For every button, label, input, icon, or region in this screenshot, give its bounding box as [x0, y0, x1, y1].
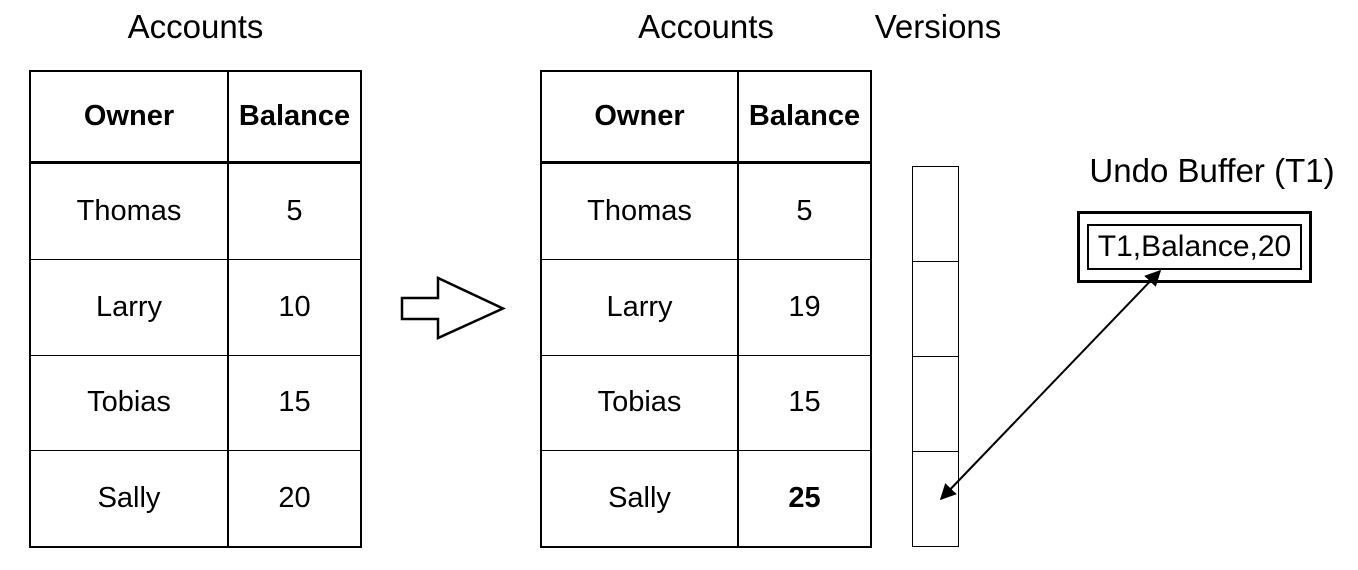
table-row: Larry 19 — [542, 258, 870, 355]
table-row: Tobias 15 — [31, 354, 360, 451]
undo-buffer-title: Undo Buffer (T1) — [1089, 152, 1335, 189]
version-cell — [913, 356, 958, 451]
table-row: Sally 25 — [542, 450, 870, 546]
owner-cell: Larry — [31, 259, 229, 355]
table-row: Tobias 15 — [542, 354, 870, 451]
owner-cell: Sally — [542, 451, 739, 546]
balance-cell-updated: 25 — [788, 482, 821, 515]
owner-cell: Thomas — [542, 164, 739, 259]
table-row: Larry 10 — [31, 258, 360, 355]
versions-column — [912, 166, 959, 547]
owner-cell: Tobias — [542, 355, 739, 451]
version-cell — [913, 261, 958, 356]
version-to-undo-arrow-icon — [939, 269, 1162, 501]
table-header-row: Owner Balance — [542, 72, 870, 164]
owner-column-header: Owner — [31, 72, 229, 161]
version-cell — [913, 167, 958, 261]
versions-title: Versions — [874, 8, 1002, 45]
accounts-table-before: Owner Balance Thomas 5 Larry 10 Tobias 1… — [29, 70, 362, 548]
owner-column-header: Owner — [542, 72, 739, 161]
balance-cell: 15 — [788, 386, 821, 419]
right-accounts-title: Accounts — [638, 8, 774, 45]
version-cell-sally — [913, 451, 958, 546]
table-row: Thomas 5 — [542, 164, 870, 259]
undo-buffer-box: T1,Balance,20 — [1077, 211, 1312, 283]
owner-cell: Larry — [542, 259, 739, 355]
left-accounts-title: Accounts — [127, 8, 264, 45]
table-row: Sally 20 — [31, 450, 360, 546]
balance-column-header: Balance — [238, 100, 351, 132]
table-header-row: Owner Balance — [31, 72, 360, 164]
balance-cell: 5 — [286, 194, 303, 227]
owner-cell: Thomas — [31, 164, 229, 259]
balance-cell: 10 — [278, 290, 311, 323]
balance-cell: 15 — [278, 386, 311, 419]
owner-cell: Tobias — [31, 355, 229, 451]
accounts-table-after: Owner Balance Thomas 5 Larry 19 Tobias 1… — [540, 70, 872, 548]
balance-column-header: Balance — [748, 100, 861, 132]
undo-buffer-entry: T1,Balance,20 — [1087, 224, 1302, 270]
table-row: Thomas 5 — [31, 164, 360, 259]
balance-cell: 20 — [278, 482, 311, 515]
balance-cell: 19 — [788, 290, 821, 323]
balance-cell: 5 — [796, 194, 813, 227]
owner-cell: Sally — [31, 451, 229, 546]
transform-block-arrow-icon — [400, 276, 506, 340]
